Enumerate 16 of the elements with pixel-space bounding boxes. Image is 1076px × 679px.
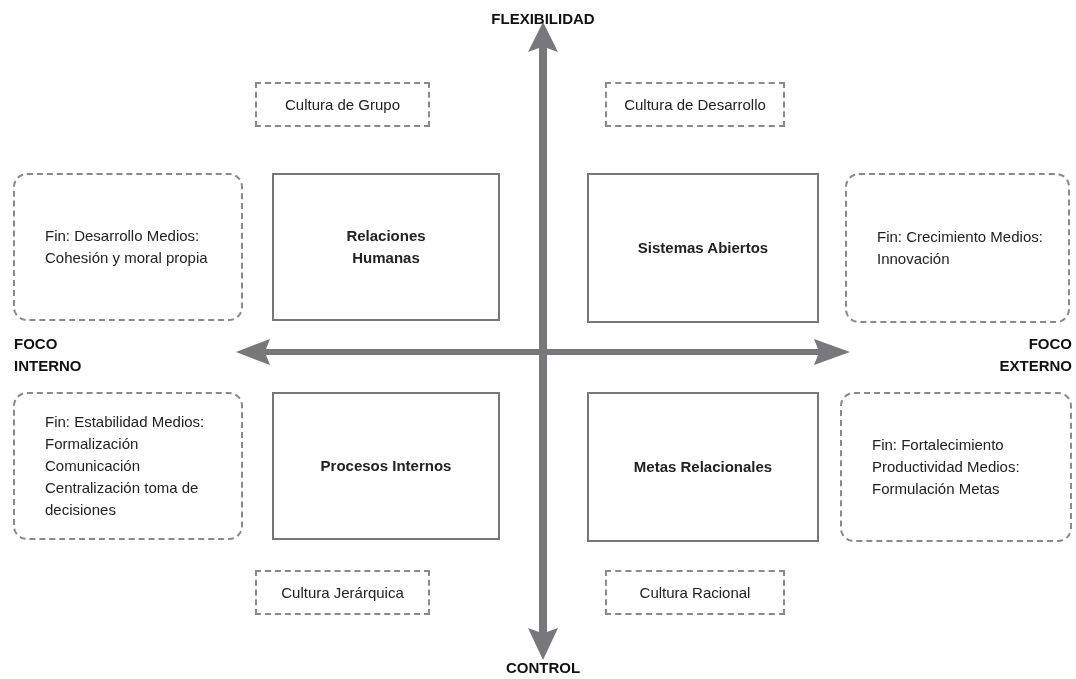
axis-label: FOCO INTERNO [14,334,83,376]
culture-type-box: Cultura de Desarrollo [605,82,785,127]
description-box: Fin: Estabilidad Medios: Formalización Comunicación Centralización toma de decisiones [13,392,243,540]
culture-type-box: Cultura de Grupo [255,82,430,127]
axis-label: FLEXIBILIDAD [490,9,596,29]
axis-label: CONTROL [504,658,582,678]
quadrant-box: Relaciones Humanas [272,173,500,321]
description-box: Fin: Crecimiento Medios: Innovación [845,173,1070,323]
quadrant-box: Sistemas Abiertos [587,173,819,323]
quadrant-box: Procesos Internos [272,392,500,540]
culture-type-box: Cultura Racional [605,570,785,615]
description-box: Fin: Fortalecimiento Productividad Medios: Formulación Metas [840,392,1072,542]
axis-label: FOCO EXTERNO [998,334,1072,376]
culture-type-box: Cultura Jerárquica [255,570,430,615]
quadrant-box: Metas Relacionales [587,392,819,542]
description-box: Fin: Desarrollo Medios: Cohesión y moral propia [13,173,243,321]
